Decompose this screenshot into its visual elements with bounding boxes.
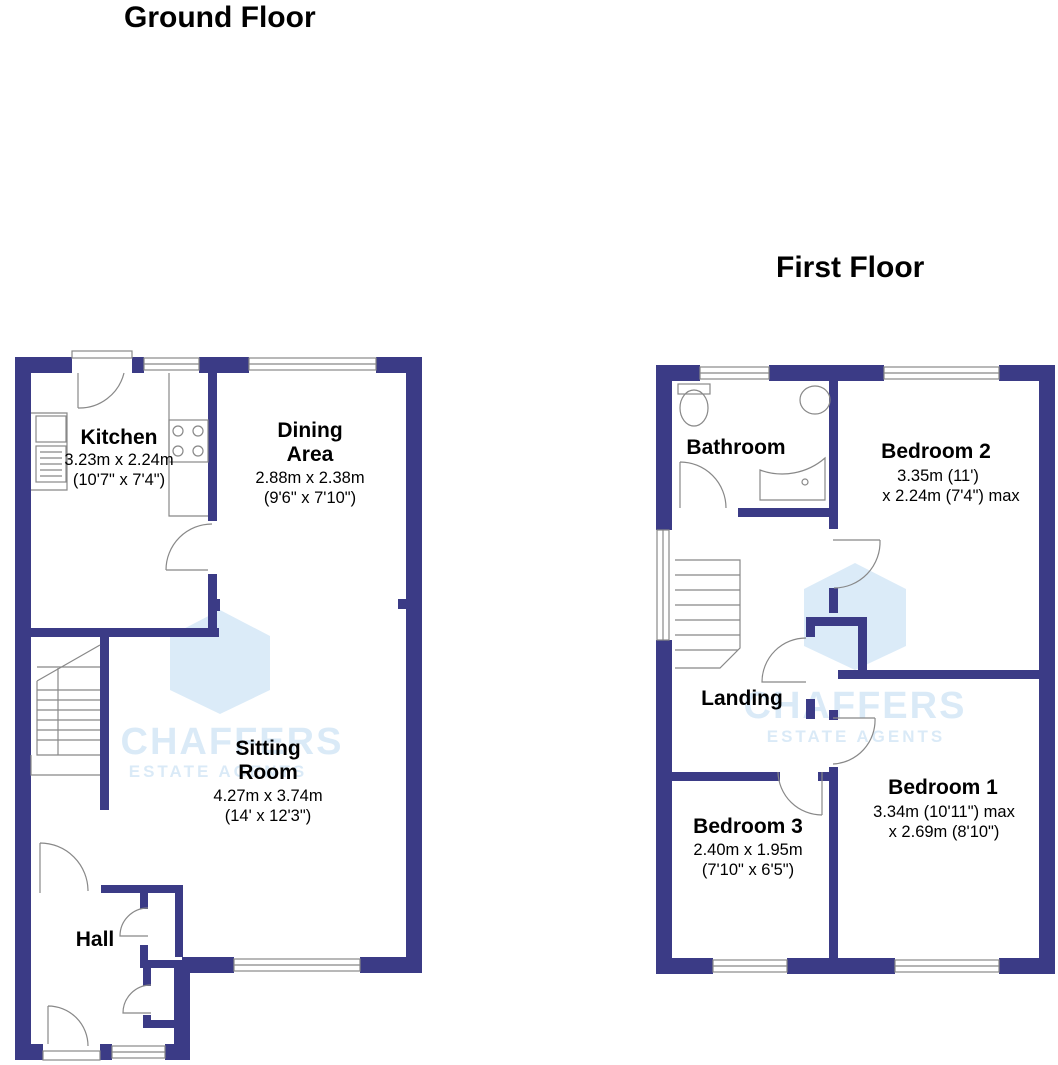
room-bedroom-3: Bedroom 3 2.40m x 1.95m (7'10" x 6'5") — [693, 815, 803, 879]
room-dimensions: (14' x 12'3") — [225, 807, 311, 825]
room-kitchen: Kitchen 3.23m x 2.24m (10'7" x 7'4") — [64, 426, 173, 489]
ground-floor-walls — [15, 357, 422, 1060]
room-hall: Hall — [76, 928, 115, 951]
room-dimensions: 3.34m (10'11") max — [873, 803, 1015, 821]
watermark-line2: ESTATE AGENTS — [129, 762, 307, 781]
room-dimensions: x 2.24m (7'4") max — [882, 487, 1020, 505]
hob-icon — [168, 419, 209, 463]
first-floor-fixtures — [656, 366, 1000, 973]
watermark-logo-icon — [804, 563, 906, 670]
room-bedroom-2: Bedroom 2 3.35m (11') x 2.24m (7'4") max — [881, 440, 1020, 505]
room-dimensions: (9'6" x 7'10") — [264, 489, 356, 507]
window-icon — [71, 350, 133, 359]
room-bathroom: Bathroom — [686, 436, 785, 459]
room-dimensions: (10'7" x 7'4") — [73, 471, 165, 489]
room-name: Bathroom — [686, 436, 785, 459]
room-name: Kitchen — [80, 426, 157, 449]
room-name: Sitting — [235, 737, 300, 760]
room-name: Hall — [76, 928, 115, 951]
watermark-line1: CHAFFERS — [121, 721, 344, 763]
first-floor-walls — [656, 365, 1055, 974]
room-landing: Landing — [701, 687, 783, 710]
room-dimensions: 3.35m (11') — [897, 467, 979, 485]
room-dimensions: 2.40m x 1.95m — [693, 841, 802, 859]
watermark-logo-icon — [170, 610, 270, 714]
room-name: Landing — [701, 687, 783, 710]
first-floor-title: First Floor — [776, 251, 925, 284]
room-bedroom-1: Bedroom 1 3.34m (10'11") max x 2.69m (8'… — [873, 776, 1015, 841]
toilet-icon — [679, 389, 709, 427]
room-name: Bedroom 1 — [888, 776, 998, 799]
window-icon — [42, 1050, 101, 1061]
room-dimensions: 3.23m x 2.24m — [64, 451, 173, 469]
room-sitting-room: Sitting Room 4.27m x 3.74m (14' x 12'3") — [213, 737, 322, 825]
ground-floor-title: Ground Floor — [124, 1, 316, 34]
room-name: Area — [287, 443, 334, 466]
sink-icon — [35, 415, 67, 443]
room-dimensions: 4.27m x 3.74m — [213, 787, 322, 805]
shower-icon — [759, 456, 826, 501]
room-dimensions: (7'10" x 6'5") — [702, 861, 794, 879]
watermark-line1: CHAFFERS — [744, 685, 967, 727]
ground-floor-fixtures — [30, 350, 377, 1061]
basin-icon — [799, 385, 831, 415]
room-name: Bedroom 3 — [693, 815, 803, 838]
watermark-line2: ESTATE AGENTS — [767, 727, 945, 746]
room-dimensions: 2.88m x 2.38m — [255, 469, 364, 487]
room-dimensions: x 2.69m (8'10") — [889, 823, 1000, 841]
room-name: Dining — [277, 419, 342, 442]
room-name: Room — [238, 761, 298, 784]
room-name: Bedroom 2 — [881, 440, 991, 463]
room-dining-area: Dining Area 2.88m x 2.38m (9'6" x 7'10") — [255, 419, 364, 507]
